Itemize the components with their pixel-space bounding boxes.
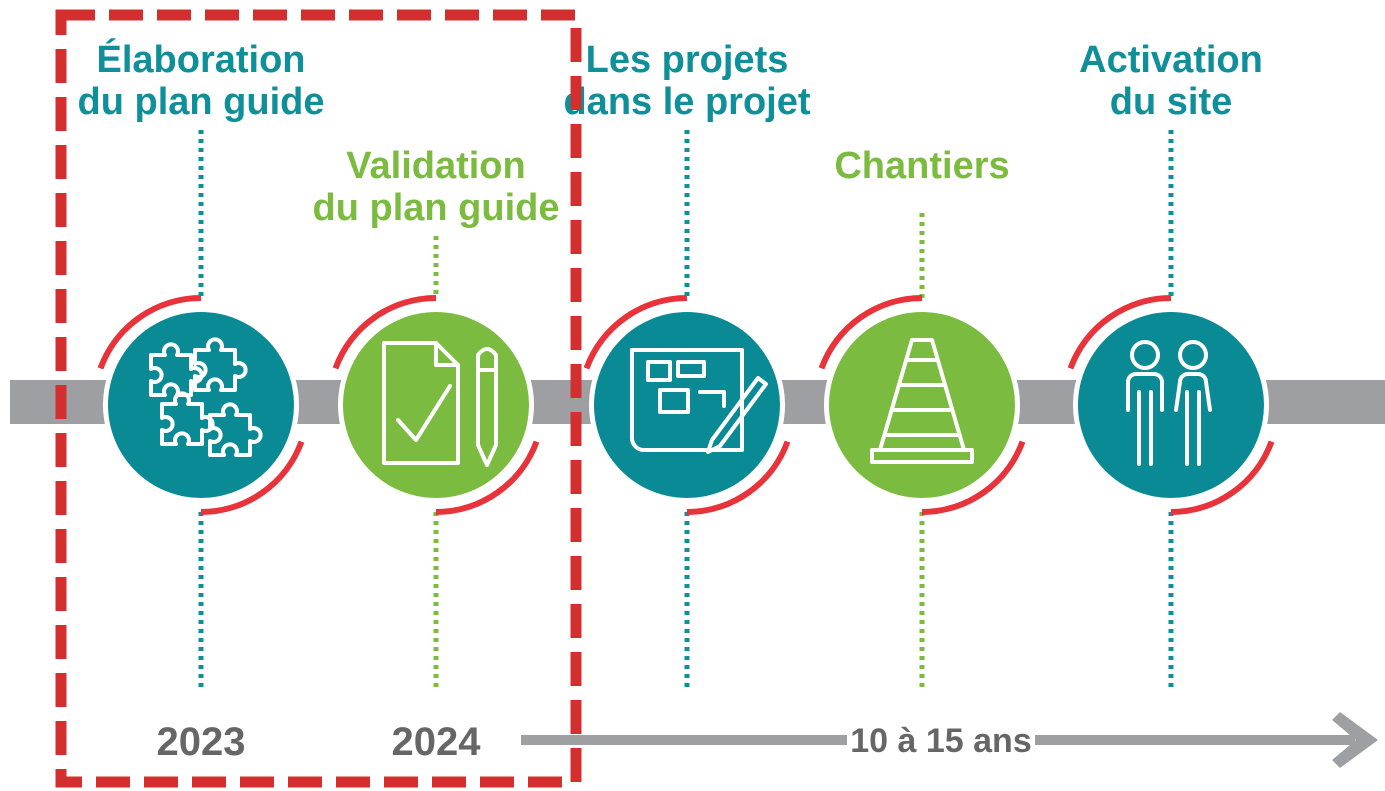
stage-2-title-line2: du plan guide [313,187,560,229]
stage-5-title-line2: du site [1110,81,1232,123]
stage-2 [332,295,540,515]
red-arc [97,295,202,370]
stage-1 [97,295,305,515]
duration-arrow [521,712,1378,768]
puzzle-icon [149,337,263,457]
red-arc [200,440,305,515]
highlight-box [55,9,582,788]
year-2024: 2024 [392,720,482,764]
red-arc [583,295,688,370]
stage-1-title-line1: Élaboration [96,37,305,81]
stage-5 [1067,295,1275,515]
stage-5-title-line1: Activation [1079,39,1263,81]
stage-circle [1078,312,1264,498]
stage-2-title-line1: Validation [346,145,525,187]
people-icon [1126,340,1212,466]
year-2023: 2023 [157,720,246,764]
red-arc [435,440,540,515]
blueprint-icon [630,348,768,454]
arrow-shaft-right [1035,735,1355,745]
connector-lines [198,130,1174,692]
arrow-head-icon [1332,712,1378,768]
stage-4-title-line1: Chantiers [834,145,1009,187]
traffic-cone-icon [870,338,974,464]
stage-4 [818,295,1026,515]
document-check-icon [382,341,498,467]
red-arc [921,440,1026,515]
red-arc [1067,295,1172,370]
stage-1-title-line2: du plan guide [78,81,325,123]
red-arc [332,295,437,370]
arrow-shaft-left [521,735,847,745]
stage-titles: Élaboration du plan guide Validation du … [78,37,1263,229]
stage-3-title-line1: Les projets [586,39,789,81]
duration-label: 10 à 15 ans [850,722,1031,760]
red-arc [686,440,791,515]
stage-3-title-line2: dans le projet [563,81,810,123]
stage-3 [583,295,791,515]
red-arc [818,295,923,370]
red-arc [1170,440,1275,515]
